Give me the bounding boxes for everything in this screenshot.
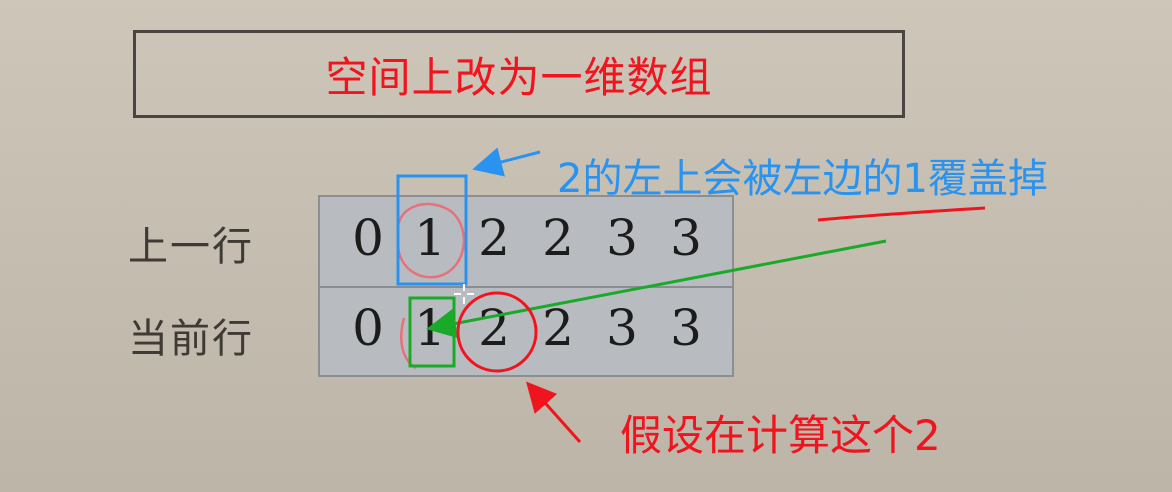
- green-arrow: [426, 239, 887, 339]
- green-highlight-box: [408, 296, 456, 368]
- blue-arrow: [472, 147, 541, 177]
- curr-cell-5: 3: [670, 299, 702, 357]
- prev-cell-2: 2: [478, 209, 510, 267]
- blue-highlight-box: [396, 174, 468, 286]
- row-divider: [320, 286, 732, 288]
- curr-cell-0: 0: [352, 299, 384, 357]
- red-target-circle: [456, 291, 538, 373]
- prev-cell-5: 3: [670, 209, 702, 267]
- red-underline: [817, 206, 986, 222]
- pink-circle-scribble: [396, 202, 466, 279]
- curr-cell-2: 2: [478, 299, 510, 357]
- prev-cell-1: 1: [414, 209, 446, 267]
- title-text: 空间上改为一维数组: [325, 52, 713, 102]
- red-arrow: [526, 381, 582, 443]
- blue-annotation: 2的左上会被左边的1覆盖掉: [557, 156, 1048, 202]
- title-box: 空间上改为一维数组: [133, 30, 905, 118]
- row-label-current: 当前行: [128, 316, 254, 362]
- prev-cell-3: 2: [542, 209, 574, 267]
- row-label-previous: 上一行: [128, 224, 254, 270]
- crosshair-cursor-icon: [454, 284, 474, 304]
- dp-table: 0 1 2 2 3 3 0 1 2 2 3 3: [318, 195, 734, 377]
- curr-cell-3: 2: [542, 299, 574, 357]
- red-annotation: 假设在计算这个2: [620, 411, 941, 460]
- curr-cell-4: 3: [606, 299, 638, 357]
- prev-cell-0: 0: [352, 209, 384, 267]
- prev-cell-4: 3: [606, 209, 638, 267]
